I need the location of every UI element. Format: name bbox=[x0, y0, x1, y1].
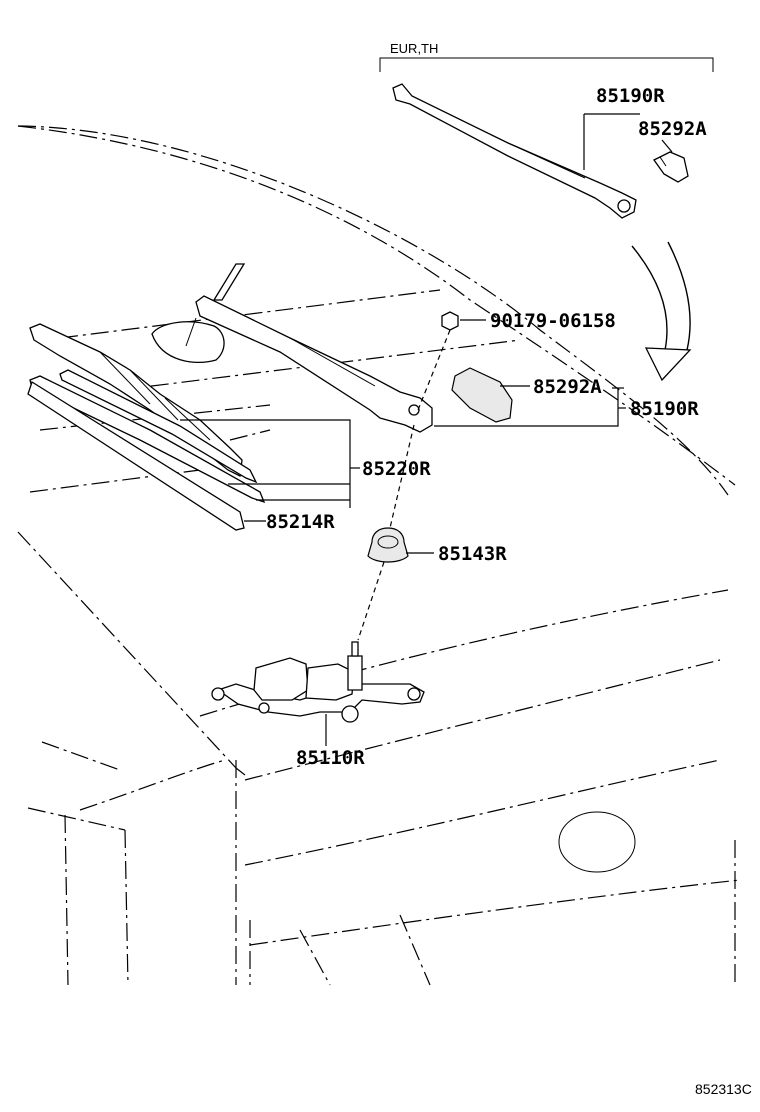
replacement-arrow-icon bbox=[631, 241, 692, 382]
wiper-arm-upper bbox=[392, 83, 637, 219]
washer-nozzle bbox=[151, 263, 246, 363]
figure-code: 852313C bbox=[695, 1081, 752, 1097]
label-motor: 85110R bbox=[296, 747, 365, 769]
axis-line-nut bbox=[417, 329, 451, 411]
nut-icon bbox=[441, 311, 459, 331]
axis-line-pivot bbox=[357, 561, 385, 641]
label-arm-lower: 85190R bbox=[630, 398, 699, 420]
wiper-cap-upper bbox=[653, 151, 689, 183]
variant-label: EUR,TH bbox=[390, 41, 438, 56]
wiper-arm-lower bbox=[195, 295, 433, 433]
wiper-motor bbox=[211, 641, 425, 723]
label-cap-upper: 85292A bbox=[638, 118, 707, 140]
label-arm-upper: 85190R bbox=[596, 85, 665, 107]
vehicle-body-outline bbox=[17, 125, 741, 986]
wiper-cap-lower bbox=[451, 367, 513, 423]
label-cap-lower: 85292A bbox=[533, 376, 602, 398]
label-blade-rubber: 85214R bbox=[266, 511, 335, 533]
pivot-cap bbox=[367, 527, 409, 563]
blade-rubber bbox=[27, 369, 266, 531]
label-blade: 85220R bbox=[362, 458, 431, 480]
variant-bracket: EUR,TH bbox=[379, 41, 714, 72]
label-pivot-cap: 85143R bbox=[438, 543, 507, 565]
leader-lines bbox=[180, 113, 673, 746]
label-nut: 90179-06158 bbox=[490, 310, 616, 332]
